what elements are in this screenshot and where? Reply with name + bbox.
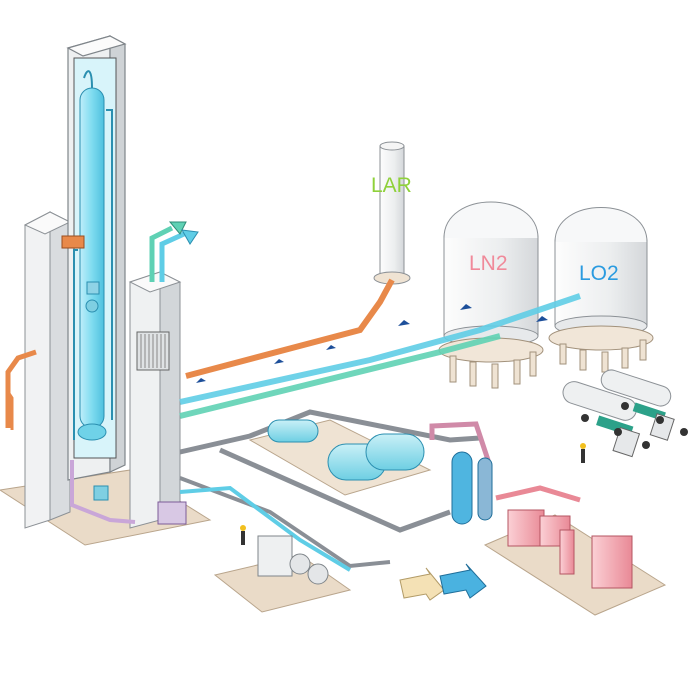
left-tower — [23, 211, 72, 529]
vertical-vessel-blue — [451, 451, 473, 525]
orange-heat-exchanger — [61, 235, 85, 249]
horizontal-vessel-large — [327, 433, 425, 481]
gray-compressor — [257, 535, 329, 585]
arrow-right-icon — [196, 304, 548, 383]
lo2-tank — [548, 207, 654, 373]
distillation-column — [79, 87, 105, 429]
control-box-blue — [93, 485, 109, 501]
orange-loop-pipe-lower — [6, 391, 14, 430]
red-compressor-train — [507, 509, 633, 589]
tanker-truck — [600, 369, 688, 441]
teal-outlet-pipe — [149, 225, 174, 282]
control-box-purple — [157, 501, 187, 525]
cold-box — [66, 35, 127, 481]
gray-pipe-loop — [218, 447, 451, 533]
lar-stack — [373, 141, 411, 285]
lo2-tank-base — [548, 325, 654, 351]
tanker-truck — [562, 381, 650, 458]
red-pipe — [495, 485, 581, 503]
reboiler-box — [86, 281, 100, 295]
arrow-up-right-icon — [181, 229, 199, 245]
blue-pipe-lower — [179, 485, 352, 572]
vertical-vessel-gray — [477, 457, 493, 521]
right-tower — [128, 271, 182, 529]
orange-loop-pipe — [5, 349, 37, 428]
lar-label: LAR — [371, 174, 412, 197]
gray-pipe-network — [179, 409, 481, 455]
arrow-right-icon — [399, 567, 445, 601]
orange-lar-pipe — [185, 278, 395, 379]
gray-pipe-lower — [179, 476, 391, 569]
ln2-label: LN2 — [469, 252, 508, 275]
lo2-label: LO2 — [579, 262, 619, 285]
arrow-right-icon — [439, 563, 487, 599]
teal-ln2-pipe — [179, 333, 501, 419]
cyan-outlet-pipe — [159, 231, 186, 282]
purple-pipe — [70, 460, 136, 524]
horizontal-vessel-small — [267, 419, 319, 443]
worker-figure — [240, 525, 246, 545]
worker-figure — [580, 443, 586, 463]
ln2-tank — [438, 201, 544, 389]
arrow-up-right-icon — [168, 221, 187, 235]
cyan-lo2-pipe — [179, 293, 581, 405]
